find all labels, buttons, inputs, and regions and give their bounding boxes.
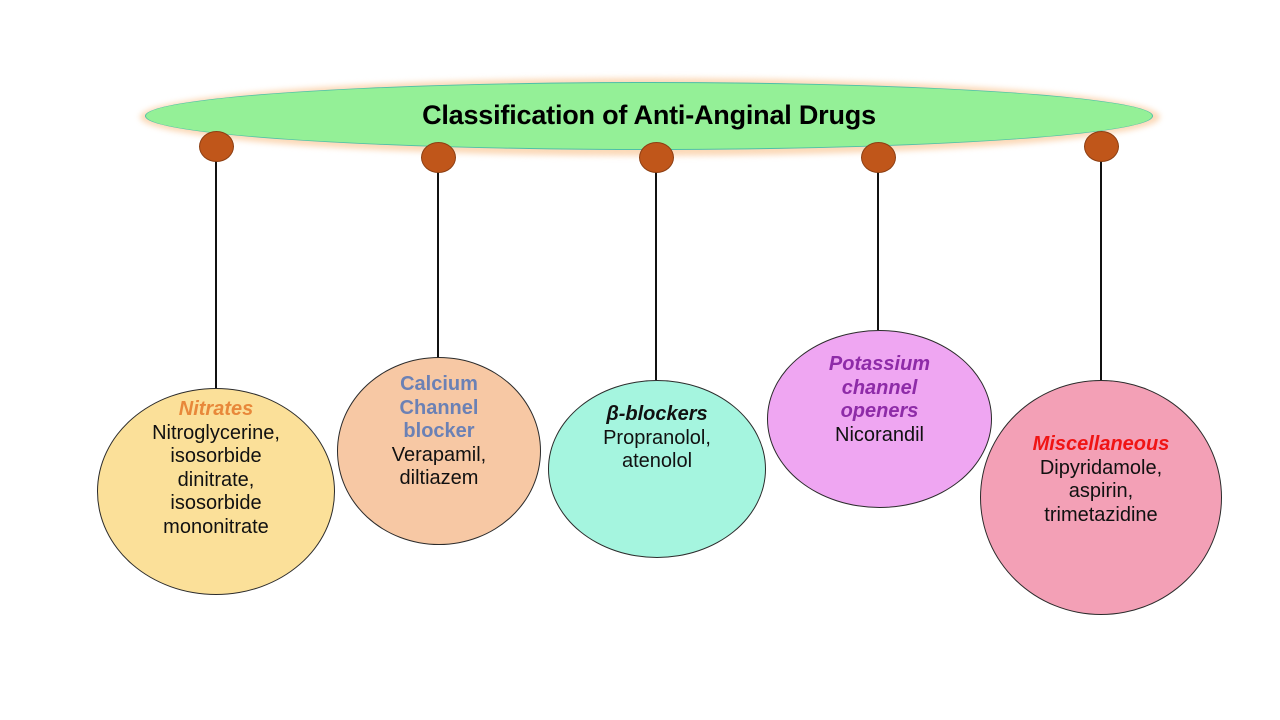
category-circle-nitrates[interactable]: Nitrates Nitroglycerine, isosorbide dini… — [97, 388, 335, 595]
connector-line-5 — [1100, 146, 1103, 386]
connector-dot-4 — [861, 142, 896, 173]
category-drugs: Verapamil, diltiazem — [391, 443, 487, 490]
connector-line-4 — [877, 155, 880, 330]
banner-ellipse: Classification of Anti-Anginal Drugs — [145, 82, 1153, 150]
connector-line-2 — [437, 155, 440, 370]
category-title: β-blockers — [606, 403, 708, 425]
page-title: Classification of Anti-Anginal Drugs — [422, 99, 876, 130]
category-title: Miscellaneous — [1032, 433, 1170, 455]
connector-line-3 — [655, 155, 658, 380]
category-title: Nitrates — [178, 398, 254, 420]
category-circle-calcium-channel-blocker[interactable]: Calcium Channel blocker Verapamil, dilti… — [337, 357, 541, 545]
category-drugs: Nitroglycerine, isosorbide dinitrate, is… — [152, 421, 280, 538]
connector-dot-2 — [421, 142, 456, 173]
category-drugs: Propranolol, atenolol — [603, 426, 711, 473]
category-drugs: Dipyridamole, aspirin, trimetazidine — [1039, 456, 1163, 526]
category-circle-miscellaneous[interactable]: Miscellaneous Dipyridamole, aspirin, tri… — [980, 380, 1222, 615]
connector-dot-3 — [639, 142, 674, 173]
category-circle-potassium-channel-openers[interactable]: Potassium channel openers Nicorandil — [767, 330, 992, 508]
category-drugs: Nicorandil — [835, 423, 924, 446]
title-banner: Classification of Anti-Anginal Drugs — [140, 78, 1160, 156]
connector-dot-5 — [1084, 131, 1119, 162]
connector-line-1 — [215, 146, 218, 401]
connector-dot-1 — [199, 131, 234, 162]
category-circle-beta-blockers[interactable]: β-blockers Propranolol, atenolol — [548, 380, 766, 558]
category-title: Potassium channel openers — [828, 353, 931, 423]
category-title: Calcium Channel blocker — [399, 373, 479, 443]
